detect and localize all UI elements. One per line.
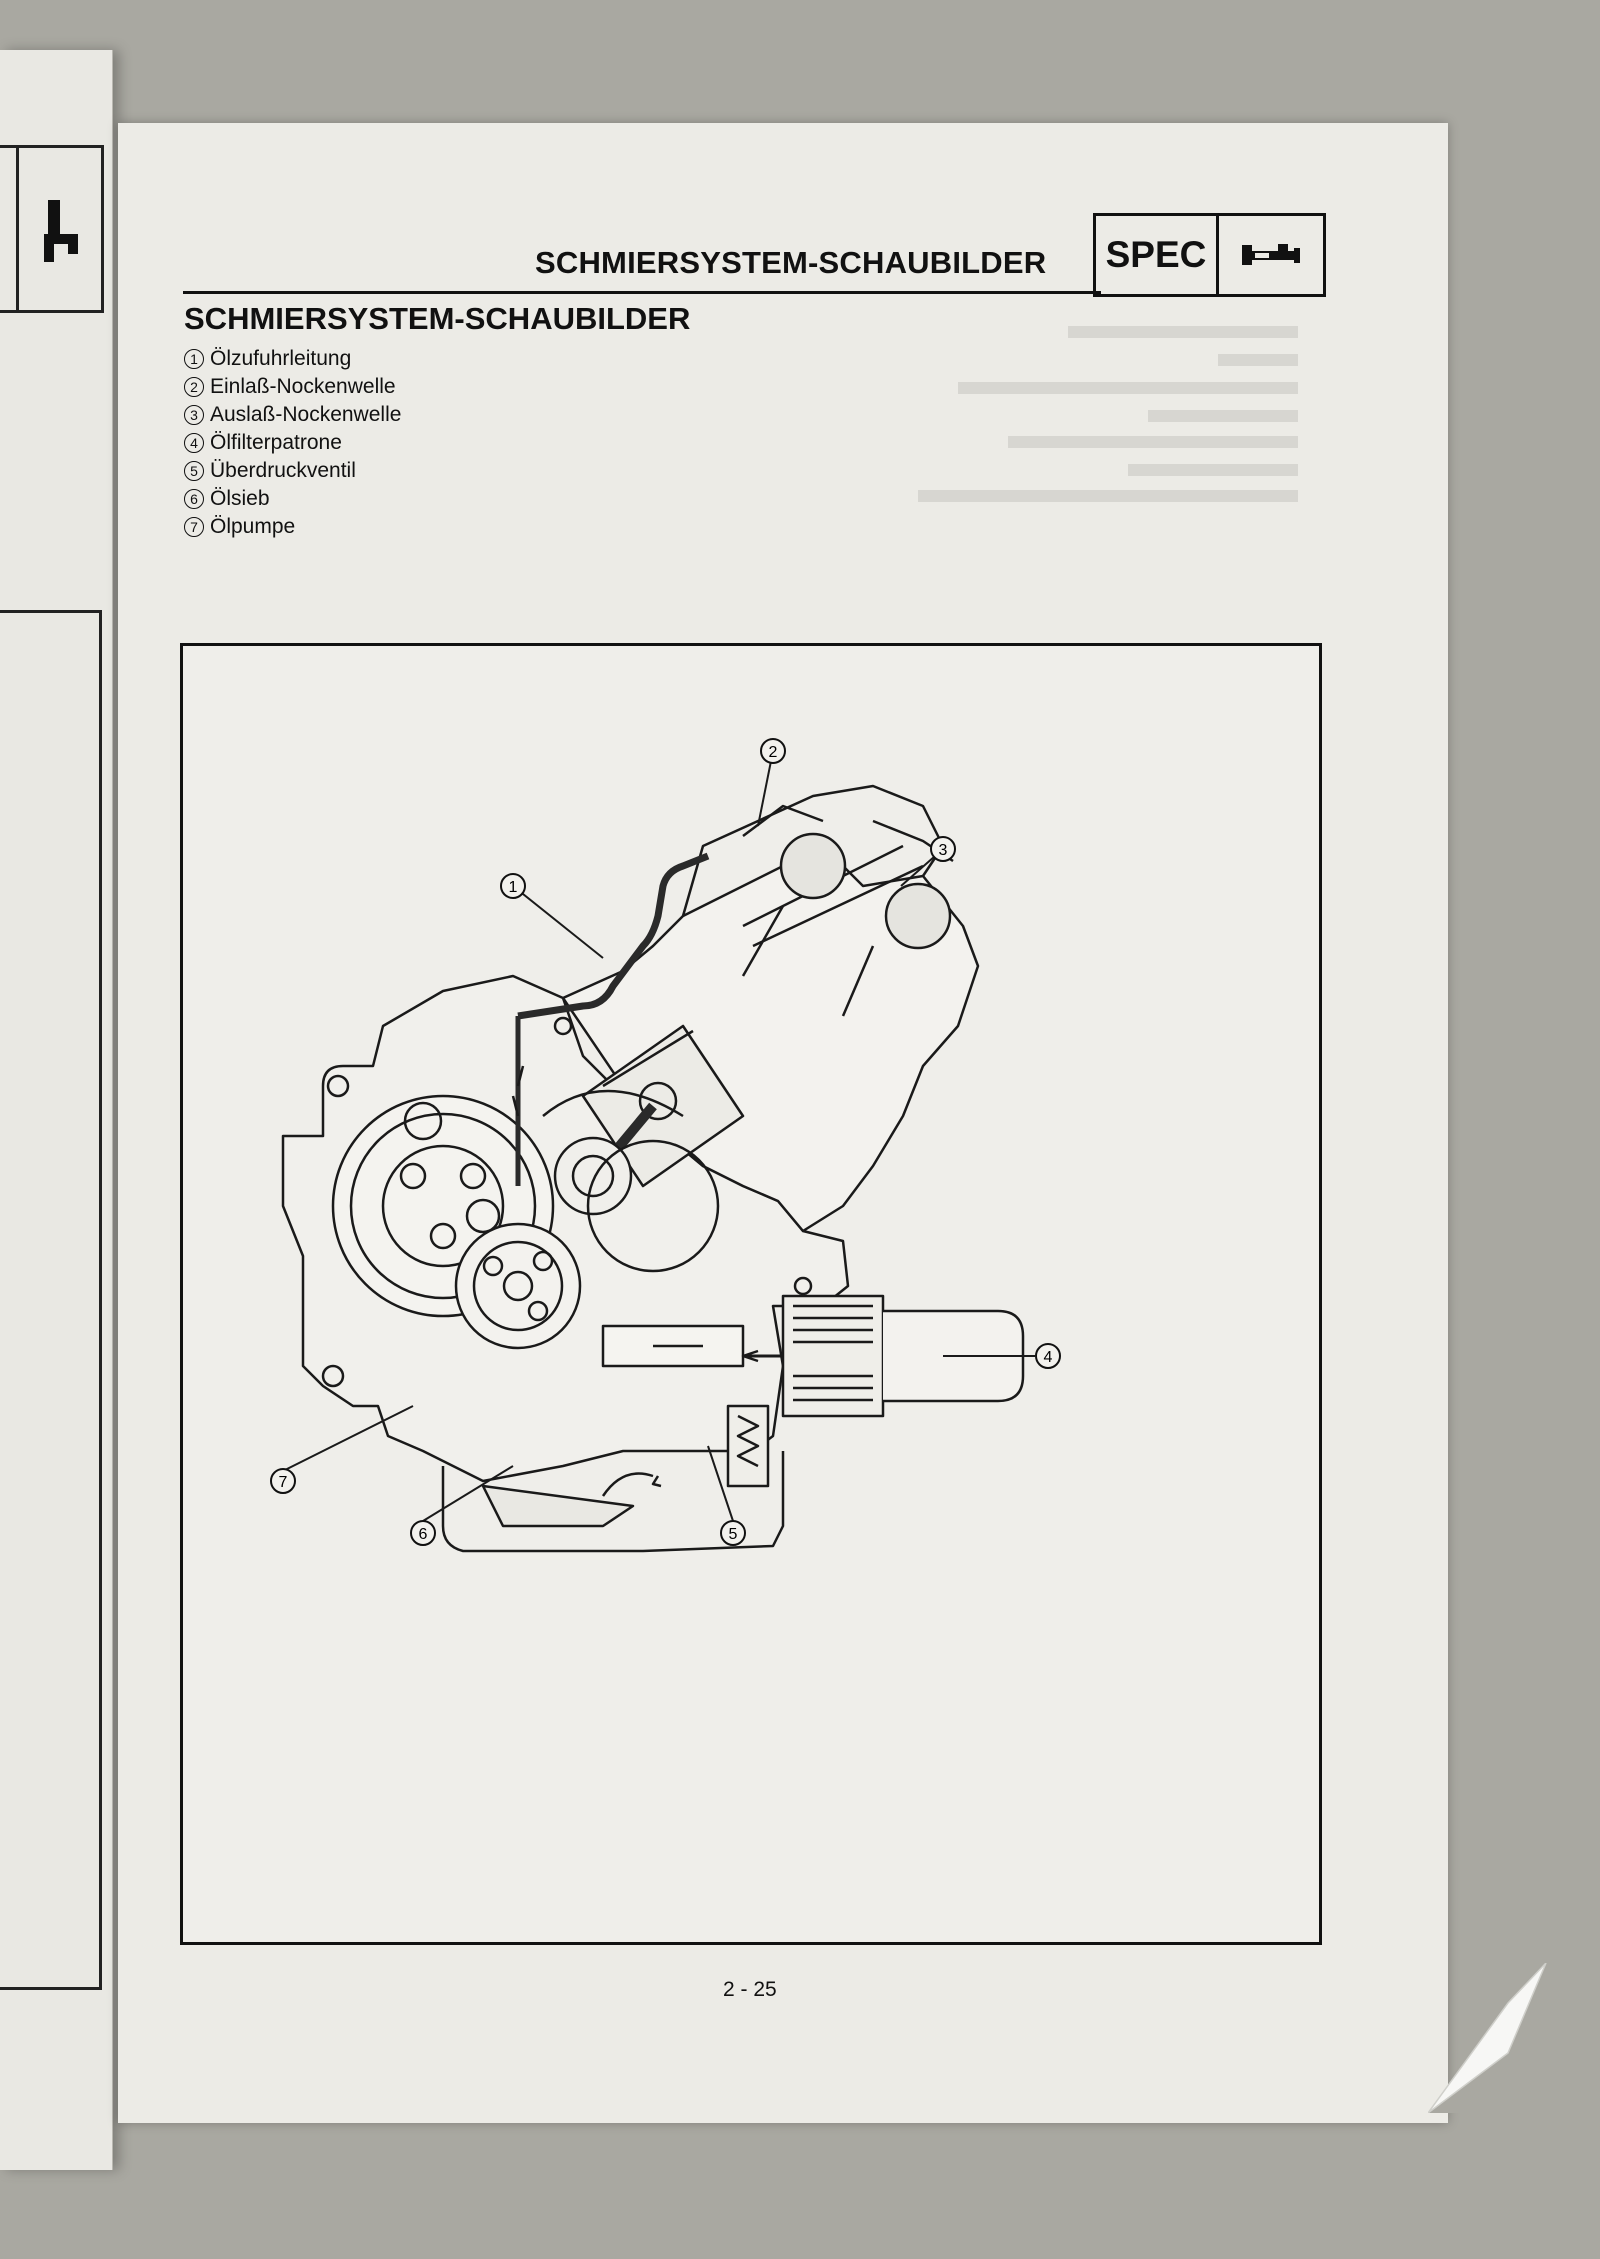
svg-text:5: 5 (729, 1526, 738, 1543)
svg-text:3: 3 (939, 842, 948, 859)
callout-markers: 1 2 3 4 5 6 7 (270, 738, 1061, 1546)
page-corner-curl (1428, 1963, 1547, 2113)
legend-label: Ölpumpe (210, 515, 296, 538)
legend-label: Ölzufuhrleitung (210, 347, 352, 370)
svg-text:1: 1 (509, 879, 518, 896)
svg-text:4: 4 (1044, 1349, 1053, 1366)
callout-5: 5 (720, 1520, 746, 1546)
bleed-through-text (918, 326, 1298, 502)
previous-page-tab (0, 145, 104, 313)
caliper-icon (1242, 244, 1300, 265)
previous-page-figure-frame (0, 610, 102, 1990)
legend-label: Ölfilterpatrone (210, 431, 342, 454)
spec-label: SPEC (1096, 216, 1219, 294)
svg-text:7: 7 (279, 1474, 288, 1491)
previous-page (0, 50, 113, 2170)
spec-tab: SPEC (1093, 213, 1326, 297)
callout-1: 1 (500, 873, 526, 899)
legend-label: Ölsieb (210, 487, 270, 510)
header-rule (183, 291, 1101, 294)
page-number: 2 - 25 (723, 1978, 777, 2001)
callout-7: 7 (270, 1468, 296, 1494)
tool-icon (44, 200, 78, 262)
legend-label: Einlaß-Nockenwelle (210, 375, 396, 398)
svg-text:2: 2 (769, 744, 778, 761)
engine-cutaway-drawing: 1 2 3 4 5 6 7 (270, 738, 1061, 1553)
header-title: SCHMIERSYSTEM-SCHAUBILDER (535, 245, 1047, 280)
engine-lubrication-diagram: 1 2 3 4 5 6 7 (180, 643, 1322, 1945)
legend-label: Auslaß-Nockenwelle (210, 403, 402, 426)
svg-text:6: 6 (419, 1526, 428, 1543)
section-title: SCHMIERSYSTEM-SCHAUBILDER (184, 301, 691, 336)
legend-label: Überdruckventil (210, 459, 356, 482)
manual-page: SCHMIERSYSTEM-SCHAUBILDER SPEC SCHMIERSY… (118, 123, 1547, 2123)
callout-6: 6 (410, 1520, 436, 1546)
callout-3: 3 (930, 836, 956, 862)
callout-2: 2 (760, 738, 786, 764)
callout-4: 4 (1035, 1343, 1061, 1369)
